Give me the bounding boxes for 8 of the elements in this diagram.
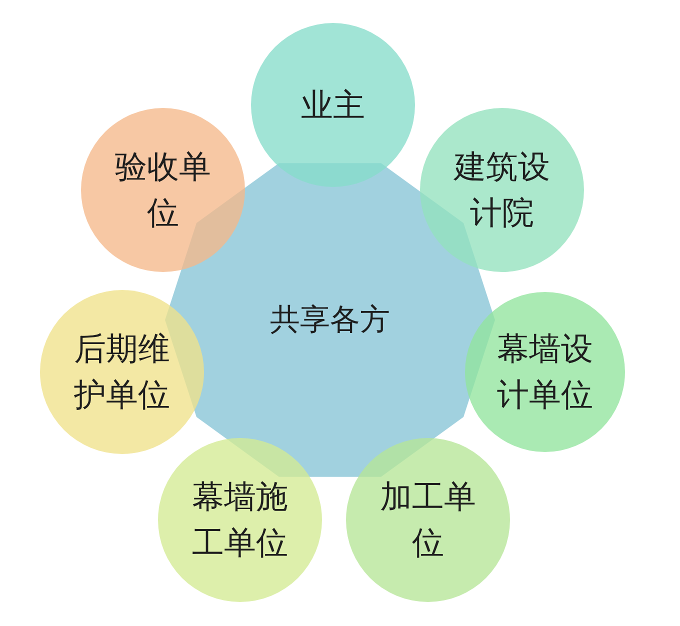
- stakeholder-label: 后期维护单位: [73, 328, 171, 416]
- stakeholder-label: 幕墙施工单位: [191, 476, 289, 564]
- stakeholder-label: 验收单位: [114, 146, 212, 234]
- stakeholder-label: 加工单位: [379, 476, 477, 564]
- hub-label: 共享各方: [270, 301, 390, 340]
- stakeholder-label: 业主: [301, 84, 365, 126]
- stakeholder-label: 幕墙设计单位: [496, 328, 594, 416]
- stakeholder-label: 建筑设计院: [452, 146, 551, 234]
